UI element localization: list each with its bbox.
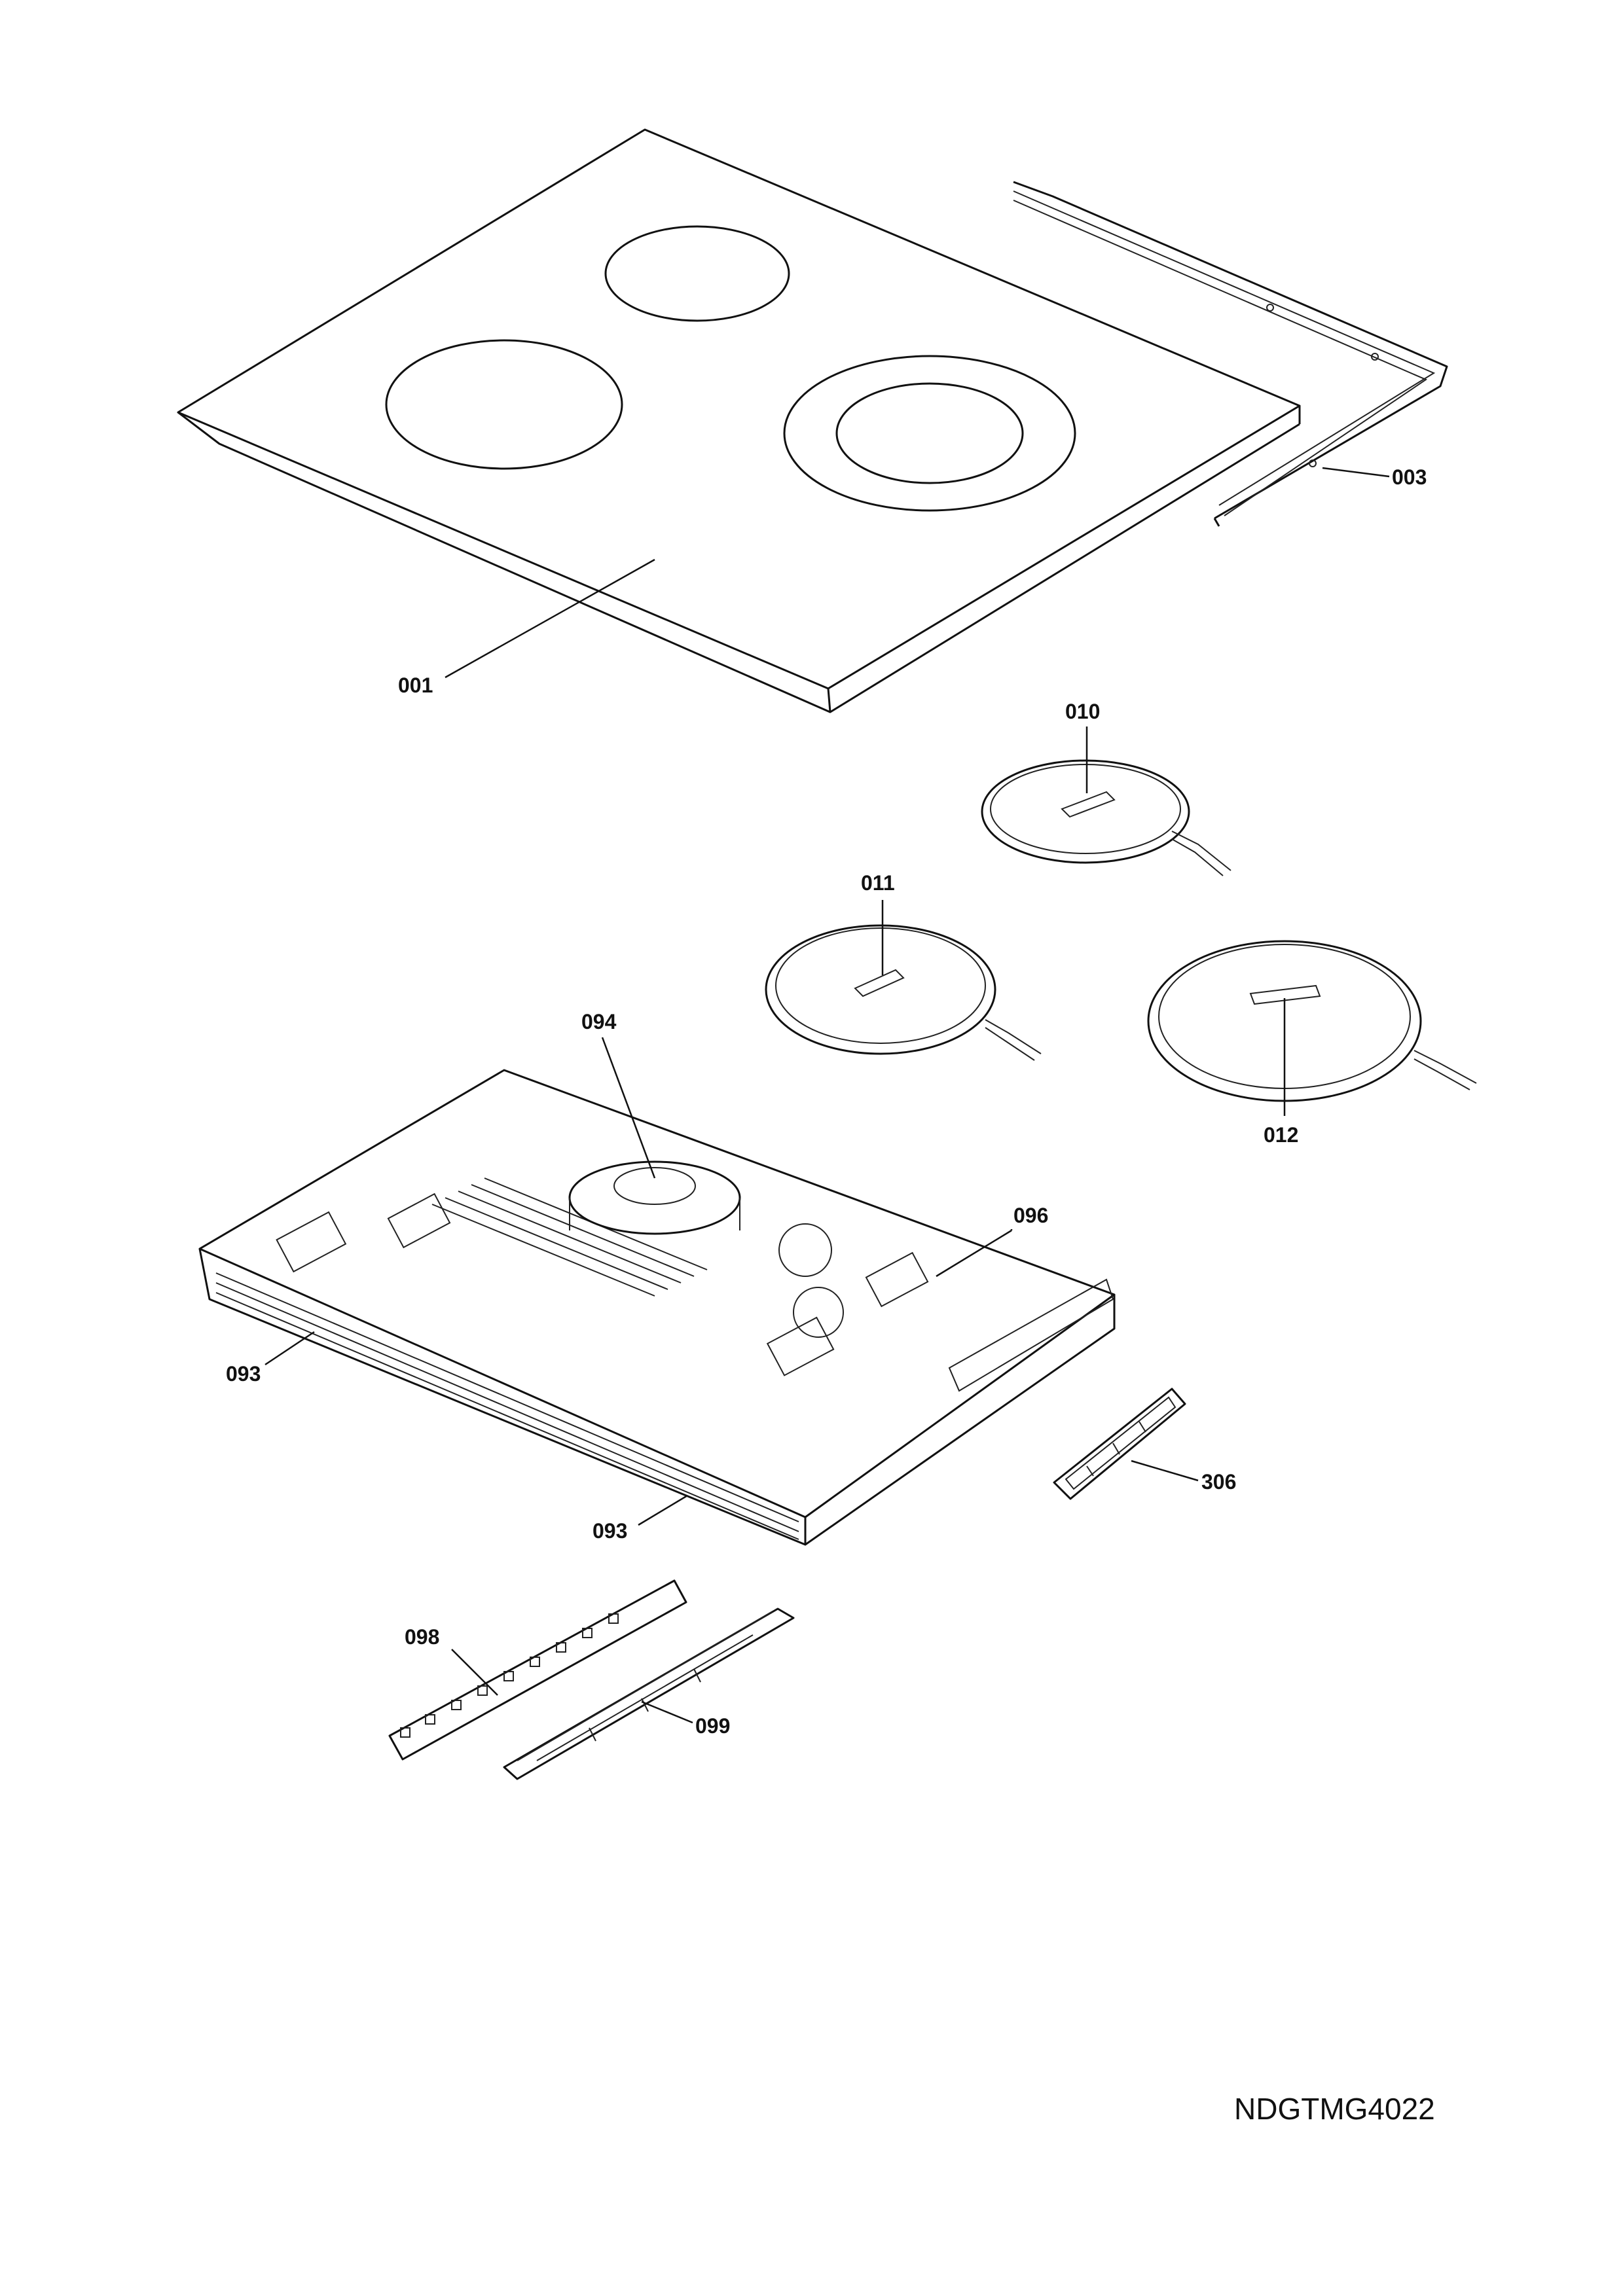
callout-010: 010 [1065,700,1100,723]
induction-coil-part-012 [1147,940,1477,1102]
control-membrane-part-098 [388,1579,687,1761]
callout-003: 003 [1392,465,1427,489]
callout-098: 098 [405,1625,439,1649]
leader-093-left [264,1331,315,1366]
frame-profile-part-003 [1013,181,1448,527]
document-id: NDGTMG4022 [1234,2092,1435,2126]
leader-094 [601,1037,656,1179]
fan-part-094 [568,1160,741,1235]
leader-306 [1131,1460,1199,1482]
callout-306: 306 [1201,1470,1236,1494]
membrane-holder-part-099 [503,1607,795,1780]
callout-093-bottom: 093 [593,1519,627,1543]
leader-098 [451,1649,498,1696]
callout-096: 096 [1013,1204,1048,1227]
callout-012: 012 [1264,1123,1298,1147]
leader-096-line [936,1229,1012,1278]
leader-001 [445,558,655,679]
induction-coil-part-010 [981,759,1231,876]
callout-011: 011 [861,871,895,895]
callout-001: 001 [398,673,433,697]
leader-093-bottom [638,1494,688,1526]
electronics-housing-part-093 [198,1069,1116,1546]
key-symbols [400,1613,619,1738]
callout-099: 099 [695,1714,730,1738]
induction-coil-part-011 [765,924,1042,1061]
filter-grille-part-306 [1053,1388,1186,1500]
glass-cooktop-part-001 [177,128,1301,713]
leader-003 [1322,467,1390,478]
callout-093-left: 093 [226,1362,261,1386]
leader-099 [641,1700,693,1724]
cooling-fins [215,1177,799,1540]
callout-094: 094 [581,1010,617,1033]
